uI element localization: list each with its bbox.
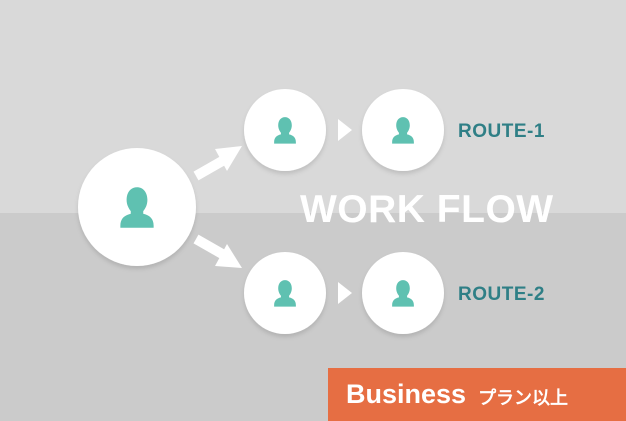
plan-badge: Business プラン以上 bbox=[328, 368, 626, 421]
plan-badge-sub: プラン以上 bbox=[478, 387, 569, 409]
arrow-icon bbox=[193, 234, 242, 268]
arrow-icon bbox=[193, 146, 242, 181]
route-2-label: ROUTE-2 bbox=[458, 284, 545, 305]
workflow-title: WORK FLOW bbox=[300, 188, 554, 231]
chevron-right-icon bbox=[338, 282, 352, 304]
route-1-label: ROUTE-1 bbox=[458, 121, 545, 142]
plan-badge-main: Business bbox=[346, 379, 467, 409]
chevron-right-icon bbox=[338, 119, 352, 141]
